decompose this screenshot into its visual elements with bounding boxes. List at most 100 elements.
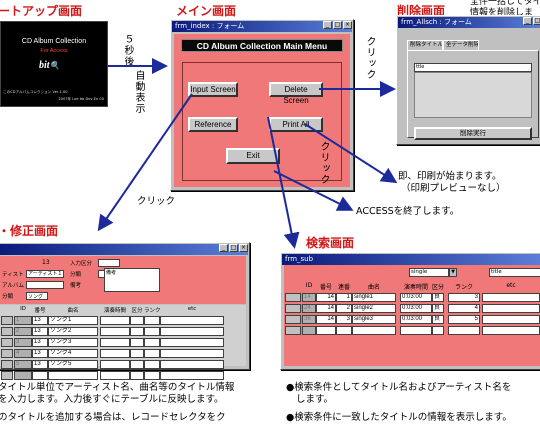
table-cell[interactable] xyxy=(144,371,160,380)
table-cell[interactable]: 13 xyxy=(32,316,48,325)
delete-execute-button[interactable]: 削除実行 xyxy=(414,127,532,140)
table-cell[interactable]: 2 xyxy=(14,327,32,336)
record-selector[interactable] xyxy=(285,315,301,324)
table-cell[interactable] xyxy=(160,316,224,325)
table-cell[interactable] xyxy=(448,326,480,335)
table-cell[interactable]: 4 xyxy=(448,304,480,313)
record-selector[interactable] xyxy=(1,349,13,358)
table-cell[interactable]: ソング4 xyxy=(48,349,98,358)
maximize-icon[interactable]: □ xyxy=(533,17,540,25)
record-selector[interactable] xyxy=(1,316,13,325)
table-cell[interactable] xyxy=(144,338,160,347)
table-cell[interactable] xyxy=(144,316,160,325)
delete-window[interactable]: frm_Allsch : フォーム _ □ 削除タイトル名 全データ削除 ttl… xyxy=(396,15,540,145)
table-cell[interactable] xyxy=(352,326,396,335)
edit-category-field[interactable] xyxy=(98,259,120,267)
table-cell[interactable] xyxy=(130,338,144,347)
table-cell[interactable]: 13 xyxy=(32,338,48,347)
table-cell[interactable]: single1 xyxy=(352,293,396,302)
record-selector[interactable] xyxy=(1,338,13,347)
table-cell[interactable] xyxy=(482,326,540,335)
table-cell[interactable]: 3 xyxy=(336,315,352,324)
edit-window[interactable]: _ □ × 13 入力区分 ティスト アーティスト１ 分類 アルバム 備考 備考… xyxy=(0,242,250,380)
table-cell[interactable] xyxy=(302,326,316,335)
table-cell[interactable] xyxy=(100,316,130,325)
table-cell[interactable] xyxy=(144,327,160,336)
table-cell[interactable] xyxy=(160,360,224,369)
table-cell[interactable] xyxy=(14,371,32,380)
table-cell[interactable]: 13 xyxy=(32,327,48,336)
table-cell[interactable]: 13 xyxy=(32,349,48,358)
table-cell[interactable]: ソング2 xyxy=(48,327,98,336)
table-cell[interactable] xyxy=(160,327,224,336)
table-cell[interactable] xyxy=(100,327,130,336)
edit-remark-field[interactable]: 備考 xyxy=(104,268,160,292)
edit-album-field[interactable] xyxy=(26,281,64,289)
record-selector[interactable] xyxy=(1,327,13,336)
edit-genre-sub-field[interactable]: ソング xyxy=(26,292,48,300)
table-cell[interactable]: 0:03:00 xyxy=(400,293,432,302)
table-cell[interactable]: 24 xyxy=(302,304,316,313)
table-cell[interactable] xyxy=(336,326,352,335)
table-cell[interactable]: 14 xyxy=(316,304,336,313)
table-cell[interactable]: 3 xyxy=(14,338,32,347)
table-cell[interactable]: ソング3 xyxy=(48,338,98,347)
main-window[interactable]: frm_index : フォーム _ □ × CD Album Collecti… xyxy=(170,19,354,191)
reference-button[interactable]: Reference xyxy=(188,117,238,132)
table-cell[interactable] xyxy=(32,371,48,380)
input-screen-button[interactable]: Input Screen xyxy=(188,82,238,97)
table-cell[interactable]: 3 xyxy=(448,293,480,302)
table-cell[interactable]: 0:03:00 xyxy=(400,304,432,313)
table-cell[interactable] xyxy=(482,293,540,302)
table-cell[interactable] xyxy=(130,349,144,358)
table-cell[interactable] xyxy=(100,349,130,358)
table-cell[interactable]: 5 xyxy=(448,315,480,324)
table-cell[interactable] xyxy=(160,349,224,358)
minimize-icon[interactable]: _ xyxy=(523,17,532,25)
table-cell[interactable]: ソング1 xyxy=(48,316,98,325)
table-cell[interactable]: 14 xyxy=(316,315,336,324)
table-cell[interactable] xyxy=(144,360,160,369)
close-icon[interactable]: × xyxy=(239,244,248,252)
maximize-icon[interactable]: □ xyxy=(333,21,342,29)
table-row[interactable] xyxy=(0,370,246,381)
table-cell[interactable]: 良 xyxy=(432,304,444,313)
table-cell[interactable] xyxy=(316,326,336,335)
search-title-field[interactable]: single xyxy=(409,268,449,277)
table-cell[interactable]: 0:03:00 xyxy=(400,315,432,324)
table-cell[interactable] xyxy=(48,371,98,380)
table-cell[interactable] xyxy=(482,304,540,313)
table-cell[interactable]: ソング5 xyxy=(48,360,98,369)
table-cell[interactable]: 1 xyxy=(336,293,352,302)
record-selector[interactable] xyxy=(285,304,301,313)
table-cell[interactable] xyxy=(130,327,144,336)
record-selector[interactable] xyxy=(1,371,13,380)
table-cell[interactable]: 良 xyxy=(432,293,444,302)
table-cell[interactable] xyxy=(130,360,144,369)
table-cell[interactable]: single2 xyxy=(352,304,396,313)
search-title-dropdown-button[interactable]: ▼ xyxy=(449,268,457,277)
table-cell[interactable] xyxy=(100,338,130,347)
table-cell[interactable] xyxy=(144,349,160,358)
table-cell[interactable]: 14 xyxy=(316,293,336,302)
table-cell[interactable]: 1 xyxy=(14,316,32,325)
record-selector[interactable] xyxy=(1,360,13,369)
delete-tab-2[interactable]: 全データ削除 xyxy=(443,40,479,50)
print-all-button[interactable]: Print All xyxy=(269,117,323,132)
delete-screen-button[interactable]: Delete Screen xyxy=(269,82,323,105)
minimize-icon[interactable]: _ xyxy=(323,21,332,29)
table-cell[interactable]: 36 xyxy=(302,315,316,324)
table-cell[interactable]: 14 xyxy=(302,293,316,302)
table-cell[interactable] xyxy=(482,315,540,324)
table-cell[interactable] xyxy=(130,316,144,325)
edit-window-titlebar[interactable] xyxy=(0,244,248,255)
table-cell[interactable] xyxy=(160,338,224,347)
table-cell[interactable]: 13 xyxy=(32,360,48,369)
exit-button[interactable]: Exit xyxy=(226,148,280,164)
